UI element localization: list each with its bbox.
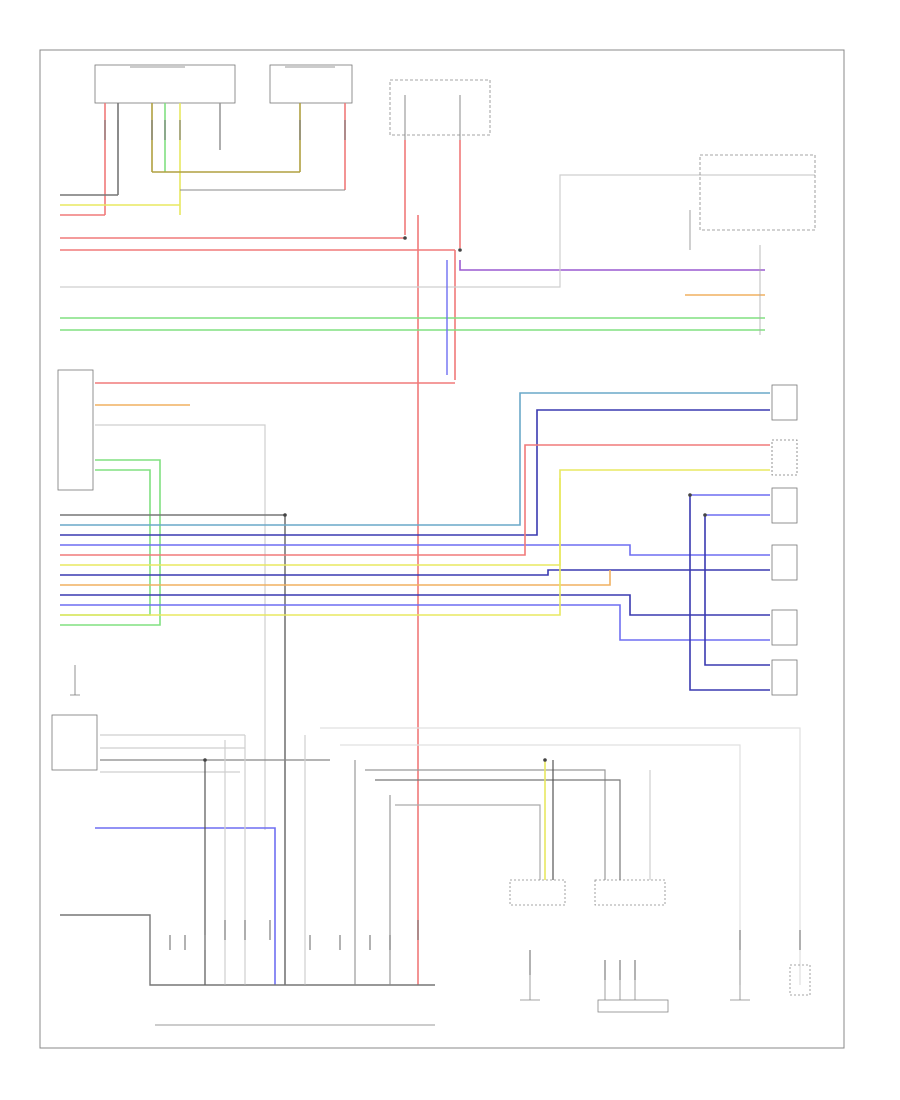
diagram-frame [39, 49, 845, 1049]
right-speaker-wires [689, 494, 770, 691]
lower-components [509, 879, 811, 1013]
top-left-component [94, 64, 353, 104]
green-wires-left [60, 459, 161, 626]
bottom-drops [204, 727, 801, 985]
red-bus [60, 215, 456, 985]
lower-left-module [51, 665, 98, 771]
right-speakers [771, 384, 798, 696]
gray-wire-top [60, 174, 815, 288]
center-relay [389, 79, 491, 248]
bottom-connector [150, 984, 435, 1026]
green-wires-top [60, 317, 765, 331]
gray-wire-left [95, 424, 266, 830]
right-top-component [689, 154, 816, 335]
speaker-bus [60, 392, 770, 985]
left-module [57, 369, 94, 491]
lower-left-wires [60, 734, 435, 986]
splice-dots [203, 236, 707, 762]
connector-ticks [104, 120, 801, 980]
top-left-harness [60, 103, 346, 216]
purple-wire [459, 260, 765, 271]
